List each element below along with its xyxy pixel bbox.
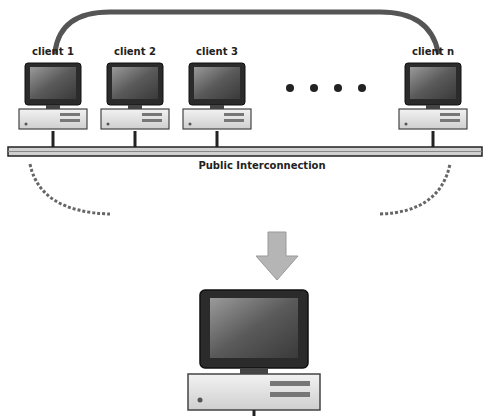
client-label: client 3 — [182, 46, 252, 58]
client-node: client 3 — [182, 46, 252, 58]
client-node: client 2 — [100, 46, 170, 58]
single-computer — [188, 290, 320, 416]
down-arrow — [256, 232, 298, 280]
client-computer — [19, 63, 87, 129]
right-arc — [380, 164, 450, 214]
left-arc — [30, 164, 110, 214]
bus-label: Public Interconnection — [195, 160, 328, 172]
client-node: client n — [398, 46, 468, 58]
bus-taps — [53, 131, 433, 148]
ellipsis-dots — [286, 84, 366, 92]
bus-line — [8, 151, 482, 152]
client-computer — [101, 63, 169, 129]
client-computer — [183, 63, 251, 129]
client-computer — [399, 63, 467, 129]
interconnection-bus — [8, 147, 482, 156]
client-label: client n — [398, 46, 468, 58]
client-label: client 2 — [100, 46, 170, 58]
client-label: client 1 — [18, 46, 88, 58]
top-arc — [55, 12, 438, 52]
client-node: client 1 — [18, 46, 88, 58]
